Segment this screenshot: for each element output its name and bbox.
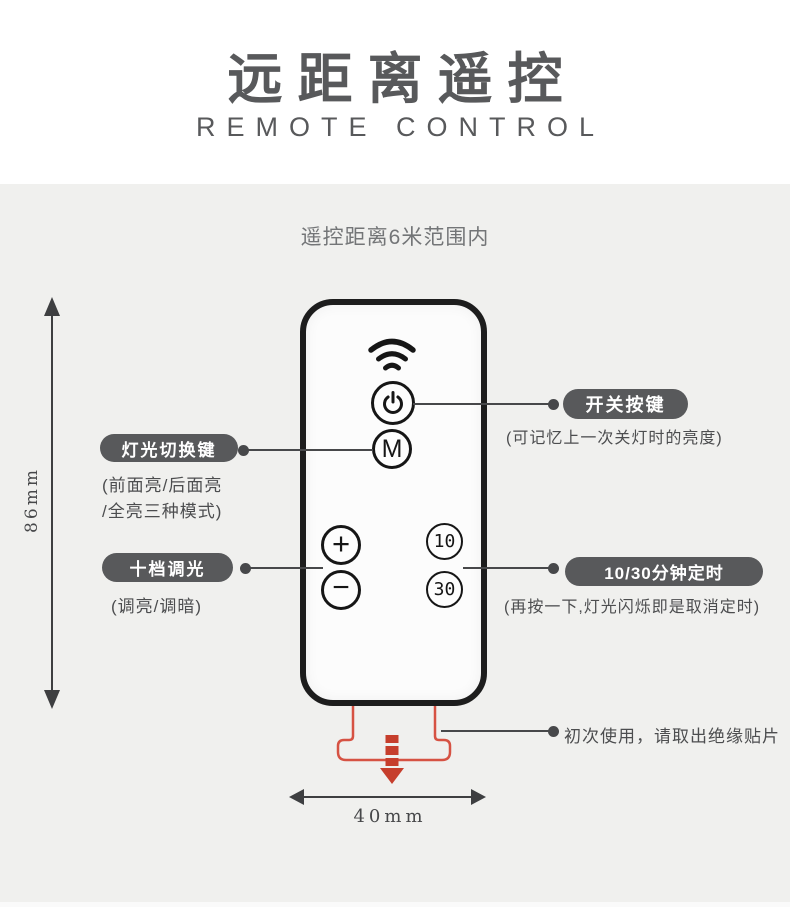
pull-down-arrow-icon bbox=[380, 735, 404, 784]
label-ten-level-dimming: 十档调光 bbox=[102, 553, 233, 582]
range-note: 遥控距离6米范围内 bbox=[300, 226, 490, 249]
timer-30-button: 30 bbox=[426, 571, 463, 608]
signal-waves-icon bbox=[368, 338, 416, 371]
width-dimension-line bbox=[303, 796, 472, 798]
label-light-switch-key: 灯光切换键 bbox=[100, 434, 238, 462]
callout-line-power bbox=[413, 403, 554, 405]
callout-dot bbox=[548, 726, 559, 737]
mode-button: M bbox=[372, 429, 412, 469]
arrow-left-icon bbox=[289, 789, 304, 805]
power-icon bbox=[383, 391, 403, 414]
callout-line-mode bbox=[242, 449, 373, 451]
callout-line-insulation bbox=[441, 730, 554, 732]
callout-dot bbox=[238, 445, 249, 456]
header-band bbox=[0, 0, 790, 184]
caption-light-switch: (前面亮/后面亮 /全亮三种模式) bbox=[102, 473, 222, 525]
callout-dot bbox=[548, 563, 559, 574]
bottom-edge-strip bbox=[0, 902, 790, 907]
height-dimension-line bbox=[51, 306, 53, 696]
caption-insulation: 初次使用，请取出绝缘贴片 bbox=[564, 727, 780, 746]
label-power-key: 开关按键 bbox=[563, 389, 688, 419]
power-button bbox=[371, 381, 415, 425]
arrow-up-icon bbox=[44, 297, 60, 316]
width-dimension-label: 40mm bbox=[353, 806, 427, 827]
arrow-right-icon bbox=[471, 789, 486, 805]
timer-10-button: 10 bbox=[426, 523, 463, 560]
page-title: 远距离遥控 bbox=[227, 48, 578, 110]
label-timer: 10/30分钟定时 bbox=[565, 557, 763, 586]
caption-timer: (再按一下,灯光闪烁即是取消定时) bbox=[504, 599, 761, 616]
arrow-down-icon bbox=[44, 690, 60, 709]
callout-dot bbox=[548, 399, 559, 410]
brightness-up-button: + bbox=[321, 525, 361, 565]
caption-dimming: (调亮/调暗) bbox=[111, 597, 203, 616]
height-dimension-label: 86mm bbox=[22, 467, 42, 533]
callout-line-timer bbox=[463, 567, 554, 569]
caption-light-switch-line2: /全亮三种模式) bbox=[102, 502, 223, 521]
callout-dot bbox=[240, 563, 251, 574]
page-subtitle-en: REMOTE CONTROL bbox=[195, 112, 605, 142]
caption-light-switch-line1: (前面亮/后面亮 bbox=[102, 476, 223, 495]
caption-power: (可记忆上一次关灯时的亮度) bbox=[506, 430, 723, 447]
callout-line-dimmer bbox=[244, 567, 323, 569]
brightness-down-button: − bbox=[321, 570, 361, 610]
